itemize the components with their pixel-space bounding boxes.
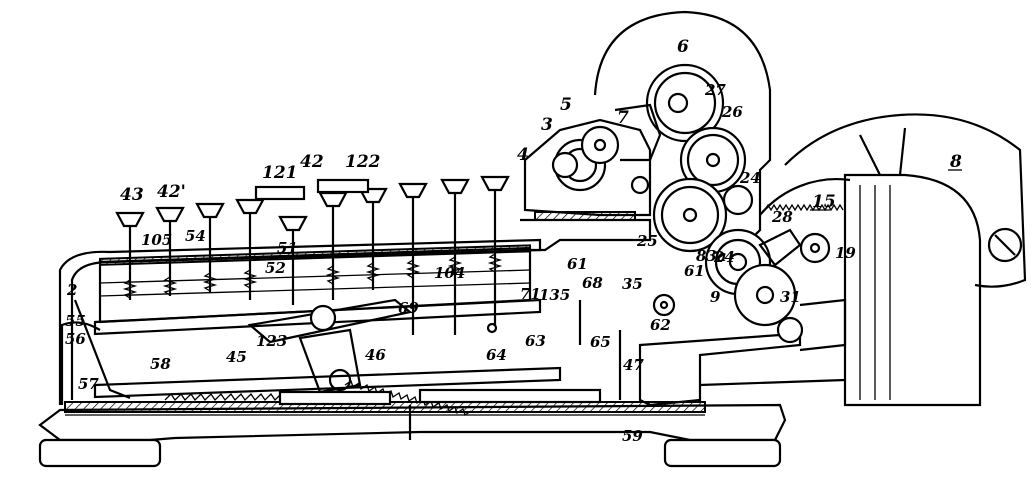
label-45: 45 [226,348,247,366]
label-42: 42 [300,152,324,172]
key-springs [122,253,503,299]
label-65: 65 [590,333,611,351]
label-2: 2 [66,281,77,299]
label-35: 35 [622,275,643,293]
reference-labels: 6 27 26 5 7 3 4 8 24 15 28 19 25 24 83a … [65,37,962,445]
label-57: 57 [78,375,99,393]
label-47: 47 [623,356,644,374]
keyboard-frame [58,238,542,405]
label-51: 51 [277,239,298,257]
label-83a: 83a [696,247,727,265]
key-cover [254,178,370,201]
motor [699,113,1027,407]
machine-base [38,401,787,468]
label-63: 63 [525,332,546,350]
label-4: 4 [517,145,529,165]
label-7: 7 [617,108,629,128]
label-9: 9 [710,288,721,306]
label-24-lower: 24 [713,248,735,266]
label-5: 5 [560,95,572,115]
label-27: 27 [704,81,726,99]
label-43: 43 [120,185,144,205]
label-56: 56 [65,330,86,348]
label-15: 15 [812,192,836,212]
label-64: 64 [486,346,507,364]
label-3: 3 [541,115,553,135]
label-121: 121 [262,163,298,183]
label-31: 31 [780,288,801,306]
label-28: 28 [771,208,793,226]
label-55: 55 [65,312,86,330]
key-5 [278,215,308,305]
label-122: 122 [345,152,381,172]
label-6: 6 [677,37,689,57]
label-46: 46 [365,346,386,364]
label-54: 54 [185,227,206,245]
label-62: 62 [650,316,671,334]
key-10 [480,175,510,330]
label-61-lower: 61 [684,262,705,280]
label-105: 105 [141,231,172,249]
label-71: 71 [520,285,541,303]
label-26: 26 [721,103,743,121]
label-69: 69 [398,299,419,317]
key-row [115,175,510,335]
label-68: 68 [582,274,603,292]
key-4 [235,198,265,300]
label-8: 8 [949,152,962,172]
label-123: 123 [256,332,287,350]
label-42-prime: 42' [157,182,186,202]
label-19: 19 [835,244,856,262]
label-58: 58 [150,355,171,373]
label-135: 135 [539,286,570,304]
label-59: 59 [622,427,643,445]
key-3 [195,202,225,292]
label-61-upper: 61 [567,255,588,273]
cam-assembly [638,178,851,407]
label-52: 52 [265,259,286,277]
key-42-prime [155,206,185,296]
label-104: 104 [434,264,465,282]
label-25: 25 [636,232,658,250]
lever-assembly [93,298,622,417]
key-8 [398,182,428,335]
label-24-upper: 24 [739,169,761,187]
gear-housing [520,10,772,271]
